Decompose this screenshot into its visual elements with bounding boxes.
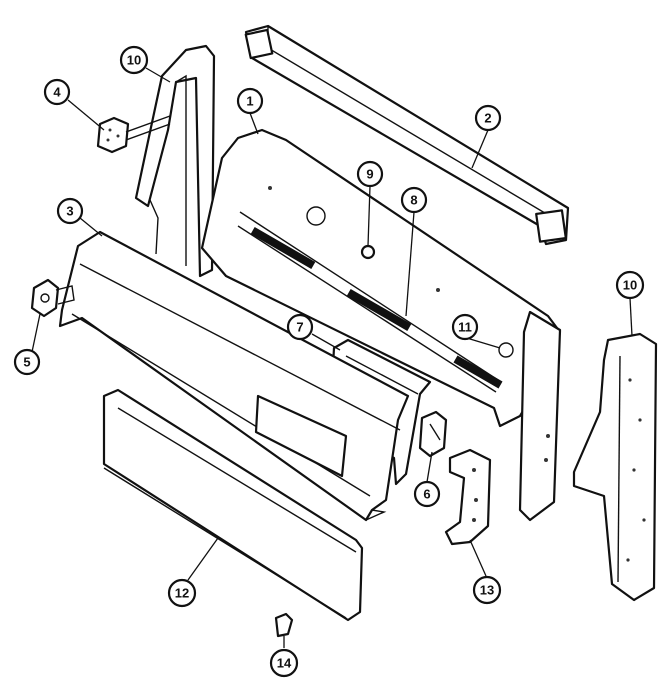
clip-part-14 — [274, 612, 294, 638]
callout-13: 13 — [472, 575, 502, 605]
callout-9: 9 — [356, 160, 384, 188]
left-side-bracket-part — [134, 44, 216, 278]
control-panel-part — [58, 230, 410, 522]
callout-12: 12 — [167, 578, 197, 608]
callout-8: 8 — [400, 186, 428, 214]
callout-6: 6 — [413, 480, 441, 508]
top-rail-part — [244, 24, 570, 246]
svg-text:6: 6 — [423, 487, 430, 502]
svg-text:11: 11 — [458, 320, 472, 335]
callout-2: 2 — [474, 104, 502, 132]
callout-14: 14 — [269, 648, 299, 678]
svg-text:8: 8 — [410, 193, 417, 208]
callout-3: 3 — [56, 197, 84, 225]
svg-text:10: 10 — [127, 53, 141, 68]
svg-text:12: 12 — [175, 586, 189, 601]
svg-text:10: 10 — [623, 278, 637, 293]
backguard-frame-part — [200, 128, 562, 522]
callout-11: 11 — [451, 313, 479, 341]
svg-text:4: 4 — [53, 85, 61, 100]
svg-text:14: 14 — [277, 656, 292, 671]
clip-part-4 — [96, 115, 171, 154]
lower-trim-panel-part — [102, 388, 364, 622]
clip-part-5 — [30, 278, 75, 318]
svg-text:1: 1 — [246, 94, 253, 109]
callout-10-left: 10 — [119, 45, 149, 75]
screw-part-9 — [360, 244, 376, 260]
callout-10-right: 10 — [615, 270, 645, 300]
callout-5: 5 — [13, 348, 41, 376]
switch-part-6 — [418, 410, 448, 458]
svg-text:5: 5 — [23, 355, 30, 370]
svg-text:9: 9 — [366, 167, 373, 182]
svg-text:7: 7 — [296, 320, 303, 335]
callout-4: 4 — [43, 78, 71, 106]
svg-text:13: 13 — [480, 583, 494, 598]
callout-1: 1 — [236, 87, 264, 115]
svg-text:3: 3 — [66, 204, 73, 219]
callout-7: 7 — [286, 313, 314, 341]
hinge-bracket-part — [444, 448, 492, 546]
svg-text:2: 2 — [484, 111, 491, 126]
right-end-cap-part — [572, 332, 658, 602]
